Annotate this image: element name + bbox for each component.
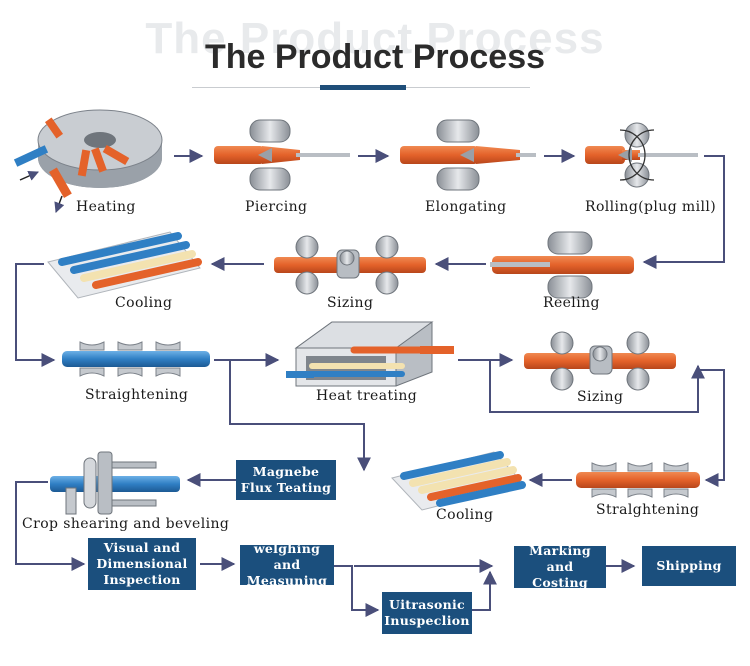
box-ultrasonic-inspection: Uitrasonic Inuspeclion: [382, 592, 472, 634]
straightening-machine-1: [62, 341, 210, 377]
crop-shearing-machine: [50, 451, 180, 515]
heating-furnace: [13, 109, 163, 213]
label-straightening-1: Straightening: [85, 387, 189, 403]
label-piercing: Piercing: [245, 199, 308, 215]
label-sizing-1: Sizing: [327, 295, 374, 311]
flow-arrows: [15, 149, 725, 617]
label-straightening-2: Stralghtening: [596, 502, 700, 518]
label-crop-shearing: Crop shearing and beveling: [22, 516, 230, 532]
straightening-machine-2: [576, 462, 700, 498]
label-reeling: Reeling: [543, 295, 600, 311]
box-shipping: Shipping: [642, 546, 736, 586]
elongating-machine: [400, 119, 536, 191]
cooling-bed-2: [391, 451, 526, 511]
label-sizing-2: Sizing: [577, 389, 624, 405]
box-magnetic-flux-testing: Magnebe Flux Teating: [236, 460, 336, 500]
title-watermark: The Product Process: [145, 14, 605, 63]
label-elongating: Elongating: [425, 199, 507, 215]
sizing-mill-1: [274, 235, 426, 295]
title-underline-accent: [320, 85, 406, 90]
label-heat-treating: Heat treating: [316, 388, 418, 404]
cooling-bed-1: [47, 231, 202, 299]
box-marking-coating: Marking and Costing: [514, 543, 606, 590]
sizing-mill-2: [524, 331, 676, 391]
heat-treating-furnace: [286, 321, 454, 387]
box-weighing-measuring: welghing and Measuning: [240, 541, 334, 588]
page-title: The Product Process: [204, 38, 546, 76]
label-cooling-1: Cooling: [115, 295, 173, 311]
plug-mill: [585, 122, 698, 188]
label-rolling: Rolling(plug mill): [585, 199, 717, 215]
label-heating: Heating: [76, 199, 136, 215]
piercing-machine: [214, 119, 350, 191]
label-cooling-2: Cooling: [436, 507, 494, 523]
box-visual-inspection: Visual and Dimensional Inspection: [88, 538, 196, 590]
reeling-machine: [490, 231, 634, 299]
